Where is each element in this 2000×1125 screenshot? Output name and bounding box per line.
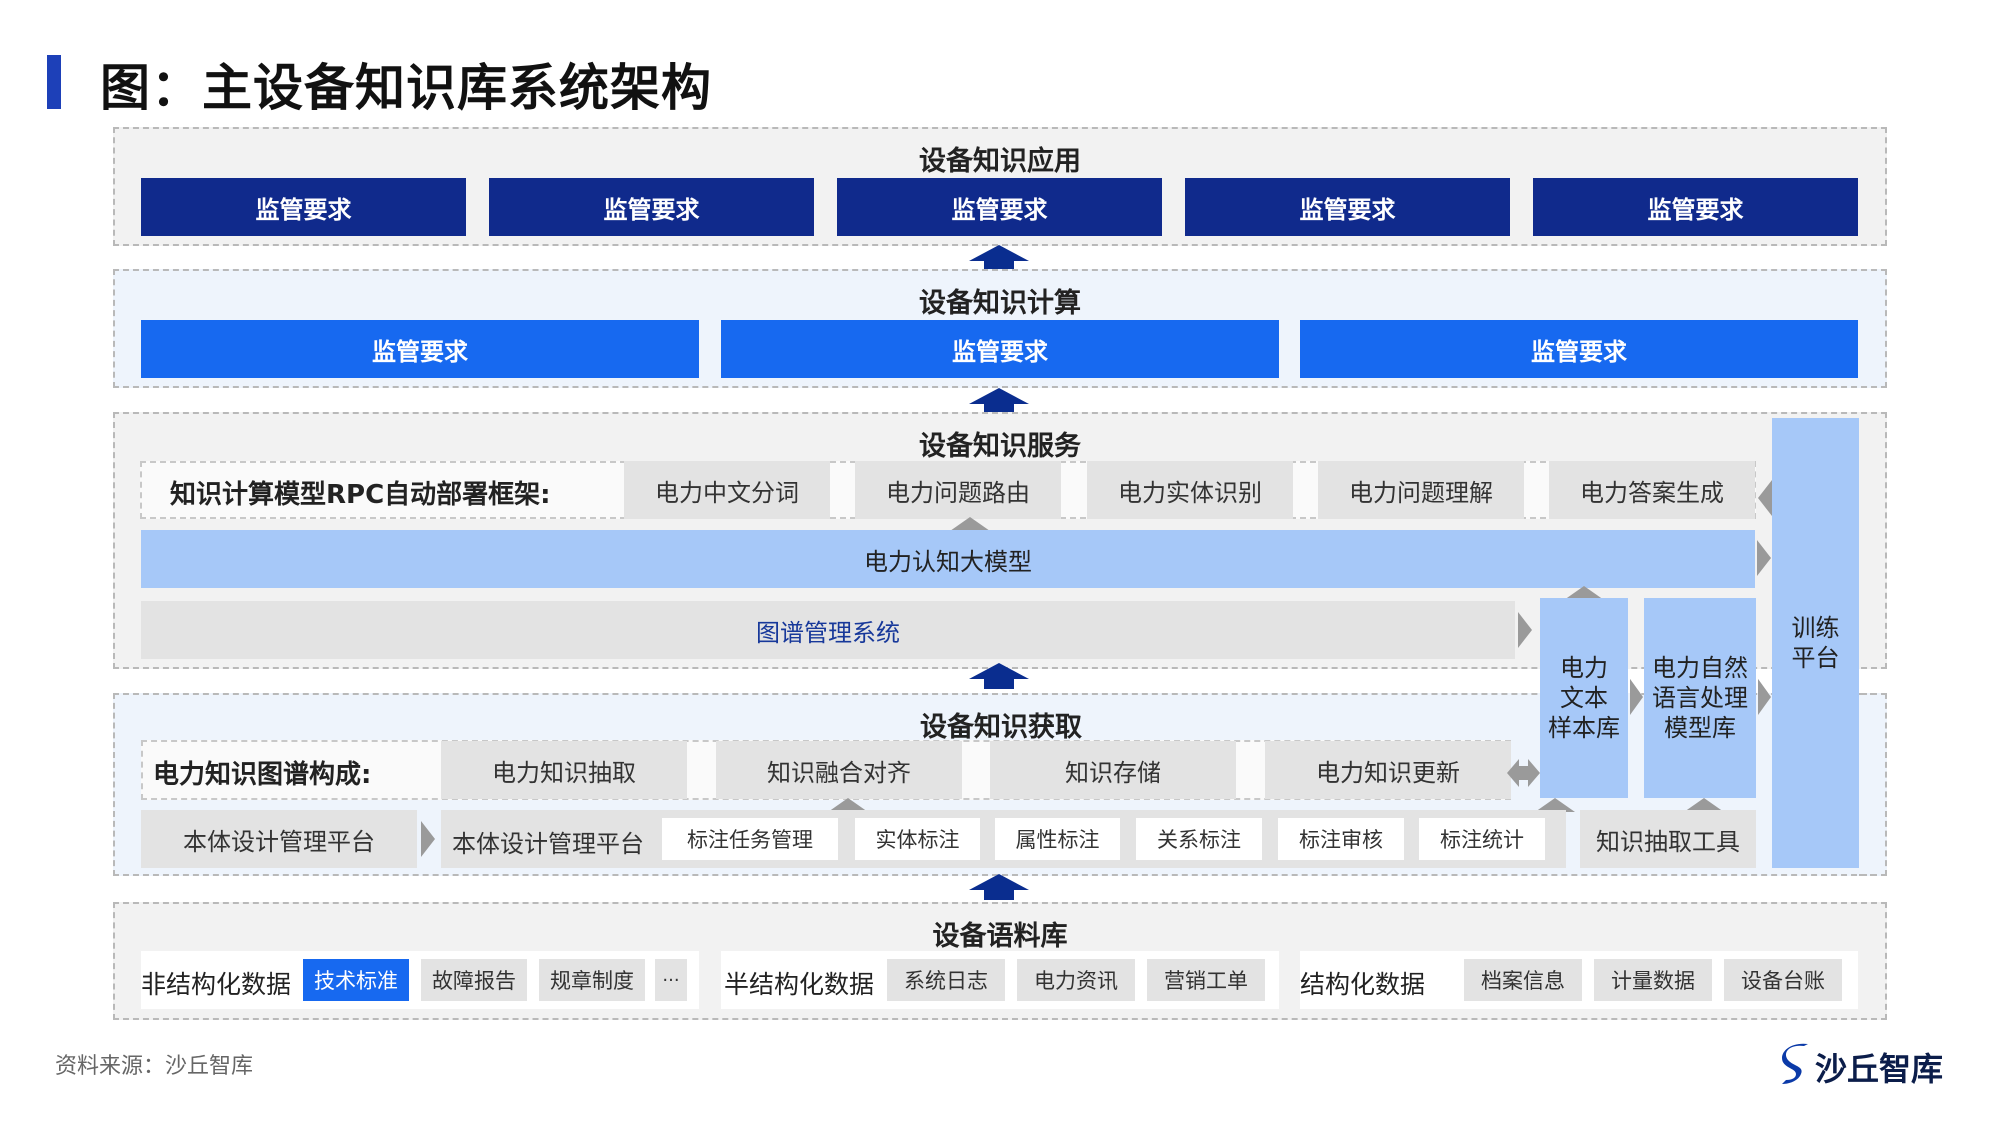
graph-step[interactable]: 知识存储 [990, 741, 1236, 799]
app-item[interactable]: 监管要求 [837, 178, 1162, 236]
training-platform[interactable]: 训练 平台 [1772, 418, 1859, 868]
corpus-tag[interactable]: 系统日志 [887, 959, 1005, 1001]
corpus-tag[interactable]: 计量数据 [1594, 959, 1712, 1001]
task-item[interactable]: 属性标注 [995, 818, 1120, 860]
small-up-arrow-icon [1684, 798, 1724, 812]
corpus-tag[interactable]: 档案信息 [1464, 959, 1582, 1001]
app-layer-title: 设备知识应用 [919, 146, 1081, 177]
small-up-arrow-icon [1564, 586, 1604, 600]
task-item[interactable]: 实体标注 [855, 818, 980, 860]
right-arrow-icon [1528, 759, 1540, 787]
page-title: 图：主设备知识库系统架构 [100, 59, 712, 117]
acquire-layer-title: 设备知识获取 [920, 712, 1082, 743]
corpus-tag[interactable]: 营销工单 [1147, 959, 1265, 1001]
right-arrow-icon [1758, 679, 1771, 715]
up-arrow-icon [969, 663, 1029, 679]
up-arrow-stem [984, 261, 1014, 271]
app-item[interactable]: 监管要求 [141, 178, 466, 236]
semistructured-label: 半结构化数据 [724, 970, 875, 999]
service-item[interactable]: 电力问题理解 [1318, 461, 1524, 519]
up-arrow-icon [969, 388, 1029, 404]
right-arrow-icon [421, 821, 435, 857]
graph-step[interactable]: 电力知识抽取 [441, 741, 687, 799]
service-item[interactable]: 电力中文分词 [624, 461, 830, 519]
task-item[interactable]: 标注审核 [1278, 818, 1404, 860]
task-item[interactable]: 标注统计 [1419, 818, 1545, 860]
app-item[interactable]: 监管要求 [1185, 178, 1510, 236]
corpus-layer-title: 设备语料库 [932, 921, 1068, 952]
small-up-arrow-icon [950, 517, 990, 531]
logo-text: 沙丘智库 [1815, 1050, 1944, 1088]
logo-icon [1782, 1043, 1808, 1084]
structured-label: 结构化数据 [1300, 970, 1426, 999]
nlp-model-library[interactable]: 电力自然 语言处理 模型库 [1644, 598, 1756, 798]
service-item[interactable]: 电力实体识别 [1087, 461, 1293, 519]
right-arrow-icon [1757, 540, 1771, 576]
more-icon[interactable]: ··· [655, 959, 687, 1001]
app-item[interactable]: 监管要求 [489, 178, 814, 236]
title-accent-bar [47, 55, 61, 109]
small-up-arrow-icon [828, 798, 868, 812]
corpus-tag[interactable]: 故障报告 [421, 959, 527, 1001]
source-note: 资料来源：沙丘智库 [55, 1054, 254, 1079]
compute-layer-title: 设备知识计算 [919, 288, 1081, 319]
up-arrow-stem [984, 404, 1014, 414]
rpc-label: 知识计算模型RPC自动部署框架: [170, 480, 551, 510]
up-arrow-icon [969, 245, 1029, 261]
app-item[interactable]: 监管要求 [1533, 178, 1858, 236]
service-item[interactable]: 电力问题路由 [855, 461, 1061, 519]
double-arrow-stem [1518, 766, 1528, 780]
service-item[interactable]: 电力答案生成 [1549, 461, 1755, 519]
ontology-platform-right[interactable]: 本体设计管理平台 [452, 830, 644, 858]
up-arrow-stem [984, 890, 1014, 900]
graph-system-bar[interactable]: 图谱管理系统 [141, 601, 1515, 659]
corpus-tag[interactable]: 规章制度 [539, 959, 645, 1001]
task-item[interactable]: 关系标注 [1136, 818, 1262, 860]
left-arrow-icon [1758, 480, 1772, 516]
graph-label: 电力知识图谱构成: [153, 760, 372, 790]
unstructured-label: 非结构化数据 [141, 970, 292, 999]
task-item[interactable]: 标注任务管理 [662, 818, 838, 860]
right-arrow-icon [1518, 612, 1532, 648]
extraction-tool[interactable]: 知识抽取工具 [1580, 810, 1756, 868]
graph-step[interactable]: 知识融合对齐 [716, 741, 962, 799]
ontology-platform-left[interactable]: 本体设计管理平台 [141, 810, 417, 868]
up-arrow-icon [969, 874, 1029, 890]
right-arrow-icon [1630, 679, 1643, 715]
compute-item[interactable]: 监管要求 [141, 320, 699, 378]
compute-item[interactable]: 监管要求 [1300, 320, 1858, 378]
graph-step[interactable]: 电力知识更新 [1265, 741, 1511, 799]
text-sample-library[interactable]: 电力 文本 样本库 [1540, 598, 1628, 798]
corpus-tag[interactable]: 设备台账 [1724, 959, 1842, 1001]
compute-item[interactable]: 监管要求 [721, 320, 1279, 378]
left-arrow-icon [1507, 759, 1519, 787]
small-up-arrow-icon [1535, 798, 1575, 812]
corpus-tag-active[interactable]: 技术标准 [303, 959, 409, 1001]
up-arrow-stem [984, 679, 1014, 689]
corpus-tag[interactable]: 电力资讯 [1017, 959, 1135, 1001]
cognitive-model-bar[interactable]: 电力认知大模型 [141, 530, 1755, 588]
service-layer-title: 设备知识服务 [919, 431, 1081, 462]
acquire-frame-edge [1859, 693, 1887, 876]
